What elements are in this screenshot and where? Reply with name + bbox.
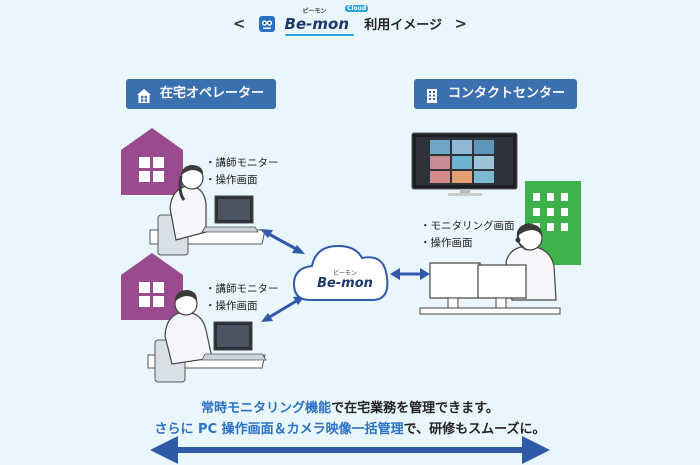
cloud-logo-brand: Be-mon: [317, 276, 373, 291]
cloud-icon: [292, 244, 389, 301]
arrow-operator1-cloud: [260, 229, 305, 254]
contact-center-label: コンタクトセンター: [414, 79, 578, 109]
cloud-logo: ビーモン Be-mon: [312, 270, 378, 291]
list-item: 操作画面: [205, 298, 279, 315]
bemon-mascot-icon: [258, 15, 276, 33]
page-header: < ビーモン Be-mon Cloud 利用イメージ >: [0, 4, 700, 36]
list-item: 操作画面: [205, 172, 279, 189]
cloud-logo-ruby: ビーモン: [332, 270, 357, 277]
operator-2-illustration: [147, 290, 267, 383]
list-item: 操作画面: [420, 235, 515, 252]
page-title: 利用イメージ: [364, 18, 442, 33]
monitoring-monitor: [411, 132, 518, 196]
caption-line-2-rest: で、研修もスムーズに。: [403, 422, 546, 437]
operator-1-bullets: 講師モニター 操作画面: [205, 155, 279, 189]
caption-line-1-rest: で在宅業務を管理できます。: [331, 401, 499, 416]
brand-badge: Cloud: [345, 4, 369, 12]
building-icon: [424, 86, 440, 103]
list-item: 講師モニター: [205, 155, 279, 172]
caption-line-2: さらに PC 操作画面＆カメラ映像一括管理で、研修もスムーズに。: [0, 419, 700, 440]
operator-1-illustration: [149, 165, 266, 256]
home-operator-label-text: 在宅オペレーター: [160, 86, 265, 101]
right-bracket: >: [454, 14, 468, 33]
house-1-icon: [121, 128, 183, 195]
house-2-icon: [121, 253, 183, 320]
bottom-double-arrow: [150, 436, 550, 464]
brand-swoosh: [284, 33, 355, 36]
center-operator-illustration: [419, 223, 561, 315]
brand-logo: ビーモン Be-mon Cloud: [284, 4, 369, 36]
brand-ruby: ビーモン: [302, 7, 327, 15]
contact-center-label-text: コンタクトセンター: [448, 86, 566, 101]
center-bullets: モニタリング画面 操作画面: [420, 218, 515, 252]
arrow-cloud-center: [390, 268, 430, 280]
brand-name: Be-mon: [284, 14, 349, 33]
left-bracket: <: [232, 14, 246, 33]
home-operator-label: 在宅オペレーター: [126, 79, 277, 109]
caption-line-2-emphasis: さらに PC 操作画面＆カメラ映像一括管理: [154, 422, 404, 437]
caption: 常時モニタリング機能で在宅業務を管理できます。 さらに PC 操作画面＆カメラ映…: [0, 398, 700, 440]
operator-2-bullets: 講師モニター 操作画面: [205, 281, 279, 315]
list-item: モニタリング画面: [420, 218, 515, 235]
caption-line-1-emphasis: 常時モニタリング機能: [201, 401, 332, 416]
home-icon: [136, 86, 152, 103]
list-item: 講師モニター: [205, 281, 279, 298]
caption-line-1: 常時モニタリング機能で在宅業務を管理できます。: [0, 398, 700, 419]
